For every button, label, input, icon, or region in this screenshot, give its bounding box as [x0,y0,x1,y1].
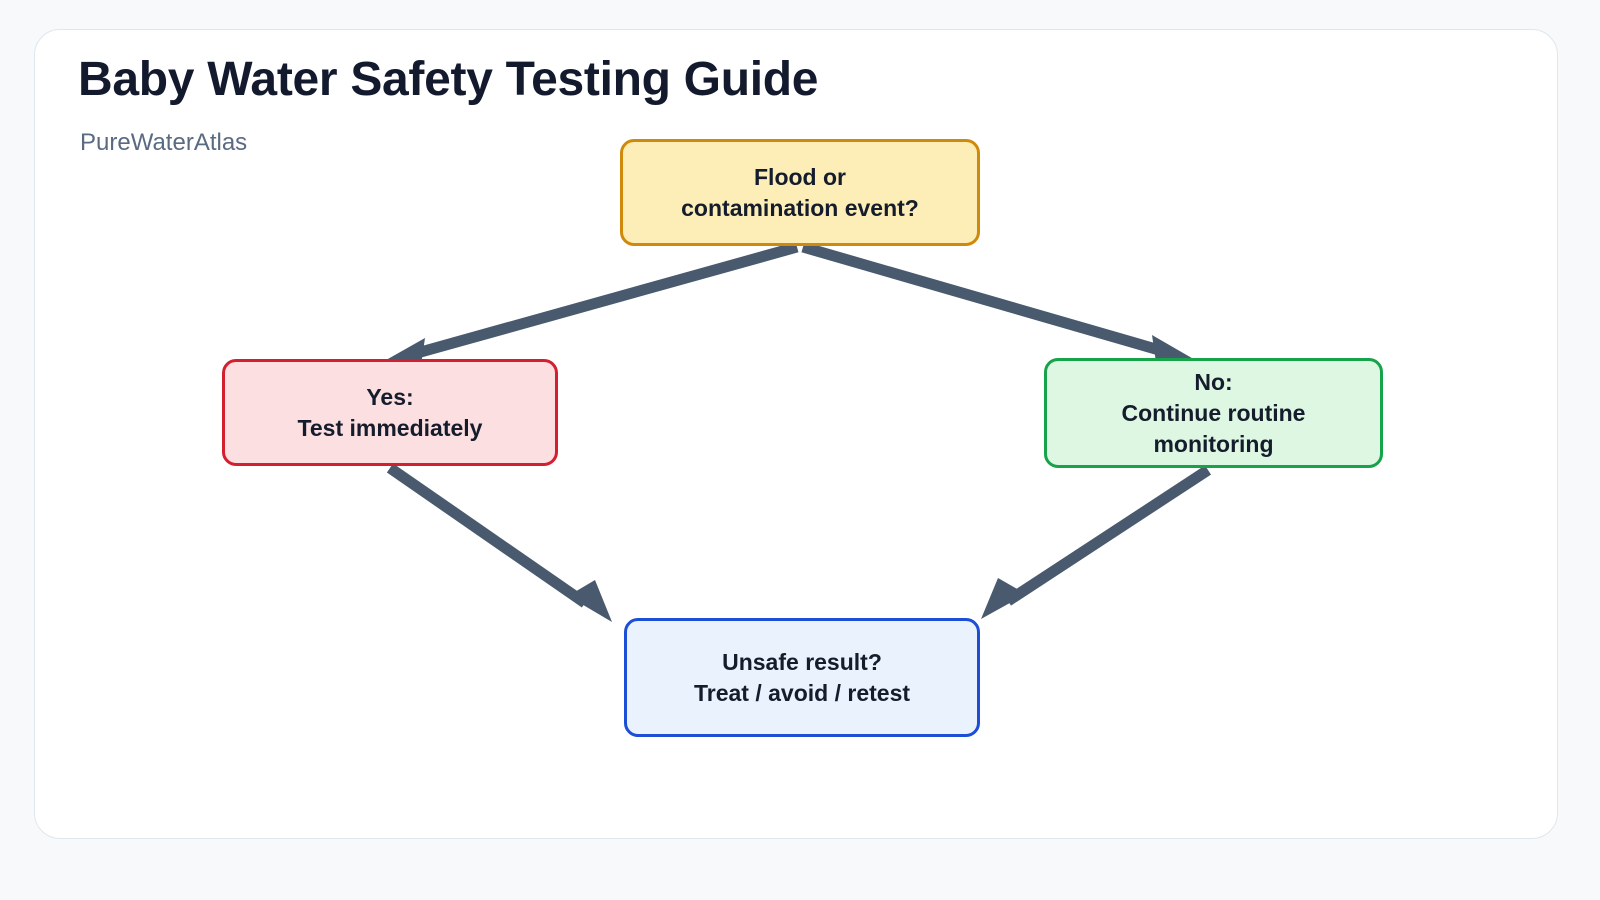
edge-no-outcome [981,465,1212,619]
edge-decision-no [801,241,1197,369]
node-no-continue-routine-monitoring[interactable]: No: Continue routine monitoring [1044,358,1383,468]
node-unsafe-result-treat-avoid-retest[interactable]: Unsafe result? Treat / avoid / retest [624,618,980,737]
node-yes-test-immediately[interactable]: Yes: Test immediately [222,359,558,466]
edge-yes-outcome [386,463,612,622]
page-subtitle: PureWaterAtlas [80,129,248,156]
edge-decision-yes [379,241,799,372]
node-flood-or-contamination-event[interactable]: Flood or contamination event? [620,139,980,246]
page-title: Baby Water Safety Testing Guide [78,53,819,106]
